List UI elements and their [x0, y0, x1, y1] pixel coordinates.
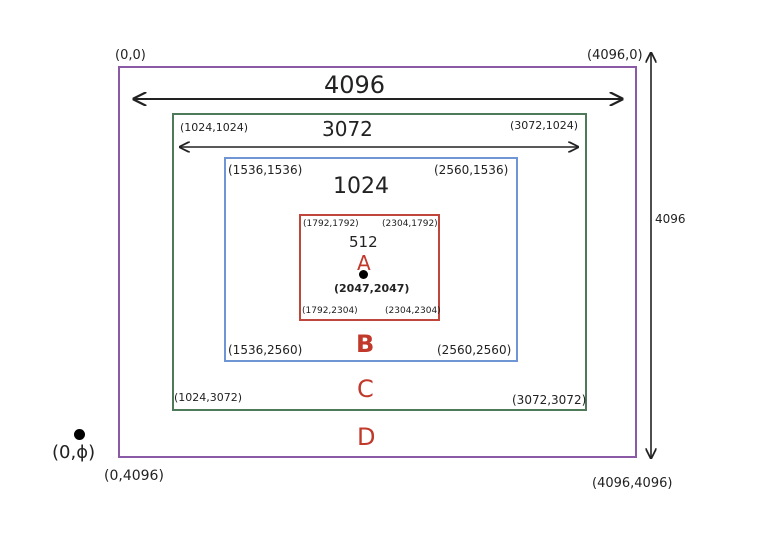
corner-label-c-top-right: (3072,1024) — [510, 119, 579, 132]
corner-label-c-bottom-left: (1024,3072) — [174, 391, 243, 404]
corner-label-b-bottom-left: (1536,2560) — [228, 343, 303, 357]
corner-label-outer-bottom-right: (4096,4096) — [592, 476, 673, 491]
corner-label-a-bottom-right: (2304,2304) — [385, 306, 441, 316]
region-d-border — [118, 66, 637, 458]
width-label-b: 1024 — [333, 174, 389, 199]
corner-label-outer-top-right: (4096,0) — [587, 48, 643, 63]
region-letter-a: A — [357, 251, 371, 275]
center-point-label: (2047,2047) — [334, 282, 410, 295]
region-a-border — [299, 214, 440, 321]
width-label-outer: 4096 — [324, 71, 386, 99]
width-label-a: 512 — [349, 233, 378, 251]
corner-label-a-top-left: (1792,1792) — [303, 219, 359, 229]
corner-label-c-bottom-right: (3072,3072) — [512, 393, 587, 407]
origin-point-label: (0,ϕ) — [52, 442, 96, 463]
corner-label-outer-bottom-left: (0,4096) — [104, 468, 164, 484]
corner-label-b-top-right: (2560,1536) — [434, 163, 509, 177]
center-point-dot — [359, 270, 368, 279]
height-label-outer: 4096 — [655, 212, 686, 226]
origin-point-dot — [74, 429, 85, 440]
region-letter-b: B — [356, 330, 375, 358]
corner-label-b-top-left: (1536,1536) — [228, 163, 303, 177]
corner-label-a-top-right: (2304,1792) — [382, 219, 438, 229]
region-letter-d: D — [357, 423, 376, 451]
width-label-c: 3072 — [322, 117, 373, 141]
region-b-border — [224, 157, 518, 362]
corner-label-c-top-left: (1024,1024) — [180, 121, 249, 134]
region-c-border — [172, 113, 587, 411]
corner-label-outer-top-left: (0,0) — [115, 48, 146, 63]
corner-label-a-bottom-left: (1792,2304) — [302, 306, 358, 316]
corner-label-b-bottom-right: (2560,2560) — [437, 343, 512, 357]
region-letter-c: C — [357, 375, 374, 403]
